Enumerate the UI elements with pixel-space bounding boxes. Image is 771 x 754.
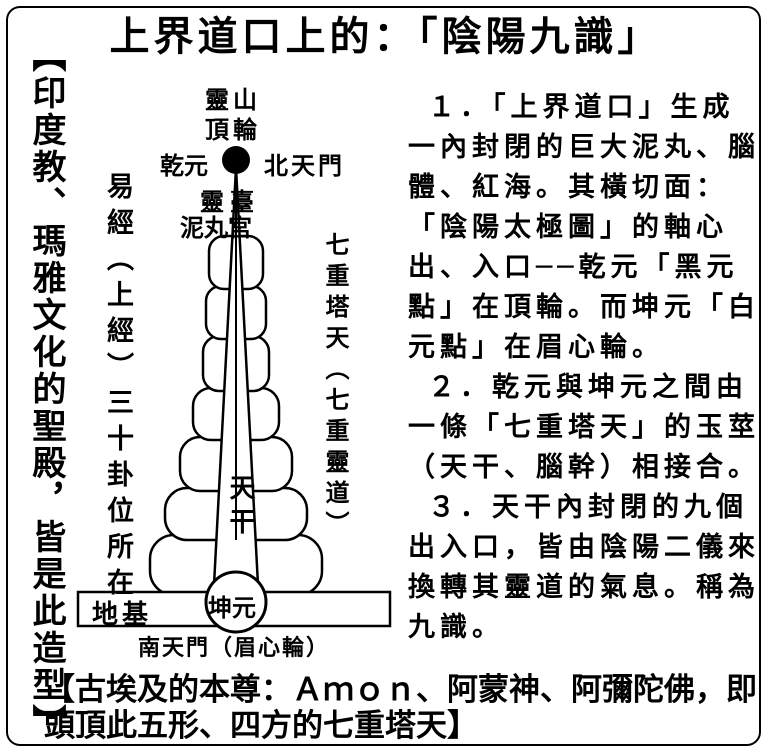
label-kunyuan: 坤元 bbox=[208, 594, 256, 622]
kunyuan-circle bbox=[204, 570, 268, 634]
label-diji: 地基 bbox=[92, 600, 153, 630]
description-item-1: １．「上界道口」生成一內封閉的巨大泥丸、腦體、紅海。其橫切面：「陰陽太極圖」的軸… bbox=[408, 92, 760, 363]
label-qichong: 七重塔天（七重靈道） bbox=[321, 232, 349, 542]
label-lingtai: 靈臺 bbox=[200, 188, 260, 216]
description-text: １．「上界道口」生成一內封閉的巨大泥丸、腦體、紅海。其橫切面：「陰陽太極圖」的軸… bbox=[408, 88, 760, 648]
label-qianyuan: 乾元 bbox=[160, 152, 208, 180]
label-niwan: 泥丸宮 bbox=[180, 214, 252, 242]
page-title: 上界道口上的：「陰陽九識」 bbox=[109, 14, 662, 60]
qianyuan-black-point bbox=[222, 146, 250, 174]
label-yijing: 易經（上經）三十卦位所在 bbox=[102, 172, 133, 604]
description-item-2: ２．乾元與坤元之間由一條「七重塔天」的玉莖（天干、腦幹）相接合。 bbox=[408, 372, 760, 483]
diagram-frame bbox=[6, 6, 761, 746]
bottom-caption: 【古埃及的本尊：Ａｍｏｎ、阿蒙神、阿彌陀佛，即頭頂此五形、四方的七重塔天】 bbox=[44, 672, 757, 744]
side-caption: 【印度教、瑪雅文化的聖殿，皆是此造型】 bbox=[26, 38, 66, 741]
label-lingshan: 靈山 bbox=[205, 86, 261, 114]
label-north-gate: 北天門 bbox=[264, 152, 345, 180]
label-south-gate: 南天門（眉心輪） bbox=[138, 636, 331, 661]
label-dinglun: 頂輪 bbox=[205, 116, 261, 144]
label-tiangan: 天干 bbox=[225, 474, 255, 542]
description-item-3: ３．天干內封閉的九個出入口，皆由陰陽二儀來換轉其靈道的氣息。稱為九識。 bbox=[408, 492, 760, 643]
